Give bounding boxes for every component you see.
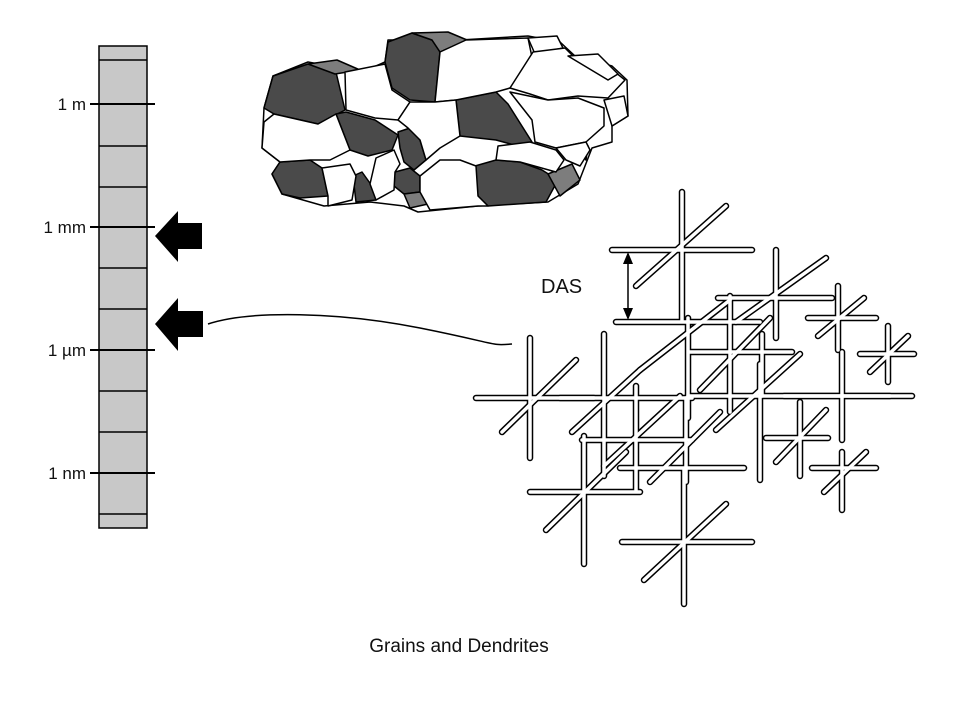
grain-dark-f — [271, 159, 329, 199]
dimension-arrowhead-up-icon — [623, 252, 633, 264]
scale-label-1nm: 1 nm — [48, 464, 86, 483]
grain-light-k — [419, 159, 489, 211]
dimension-arrowhead-down-icon — [623, 308, 633, 320]
arrow-left-icon — [155, 211, 202, 262]
das-label: DAS — [541, 276, 582, 298]
scale-divisions — [99, 59, 147, 515]
dendrite-array — [472, 188, 918, 608]
grain-light-n — [369, 149, 401, 201]
grain-light-j — [495, 141, 565, 173]
grain-light-d — [509, 47, 626, 101]
grain-dark-d — [335, 111, 399, 157]
scale-label-1m: 1 m — [58, 95, 86, 114]
grain-light-h — [261, 113, 351, 163]
grain-light-m — [555, 141, 591, 167]
grain-light-f — [509, 91, 605, 149]
grain-light-i — [397, 99, 461, 161]
scale-label-1um: 1 µm — [48, 341, 86, 360]
length-scale: 1 m 1 mm 1 µm 1 nm — [44, 45, 155, 529]
das-dimension: DAS — [541, 252, 633, 320]
scale-label-1mm: 1 mm — [44, 218, 87, 237]
grain-light-g — [603, 95, 629, 127]
scale-major-ticks — [90, 103, 155, 474]
arrow-left-icon — [155, 298, 203, 351]
figure-caption: Grains and Dendrites — [369, 636, 549, 657]
connector-curve — [207, 313, 513, 346]
grain-light-e — [567, 53, 619, 81]
scale-bar — [98, 45, 148, 529]
grain-structure — [261, 31, 629, 213]
grain-light-l — [321, 163, 357, 207]
